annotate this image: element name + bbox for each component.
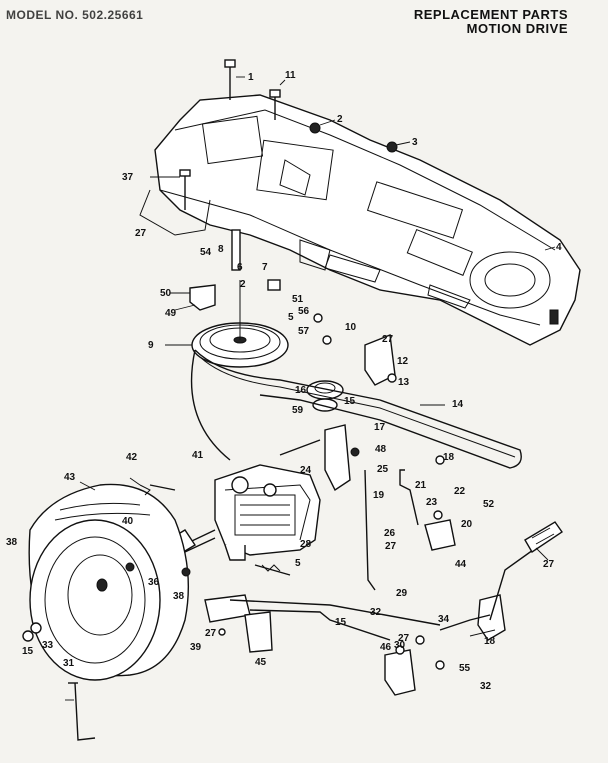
fasteners <box>22 229 445 670</box>
part-label: 15 <box>344 396 356 407</box>
part-label: 27 <box>543 559 555 570</box>
part-label: 21 <box>415 480 427 491</box>
part-label: 29 <box>396 588 408 599</box>
part-label: 14 <box>452 399 464 410</box>
part-label: 48 <box>375 444 387 455</box>
rear-wheel <box>28 483 190 681</box>
part-label: 2 <box>240 279 246 290</box>
part-label: 19 <box>373 490 385 501</box>
title-line-1: REPLACEMENT PARTS <box>413 7 568 22</box>
part-label: 25 <box>377 464 389 475</box>
part-label: 54 <box>200 247 212 258</box>
title-line-2: MOTION DRIVE <box>466 21 568 36</box>
shift-handle-grip <box>524 521 563 553</box>
part-label: 10 <box>345 322 357 333</box>
part-label: 32 <box>480 681 492 692</box>
part-label: 27 <box>205 628 217 639</box>
part-label: 59 <box>292 405 304 416</box>
part-label: 42 <box>126 452 138 463</box>
leader-lines <box>65 76 556 701</box>
part-label: 7 <box>262 262 268 273</box>
part-label: 26 <box>384 528 396 539</box>
part-label: 23 <box>426 497 438 508</box>
part-label: 30 <box>394 640 406 651</box>
part-label: 3 <box>412 137 418 148</box>
part-label: 49 <box>165 308 177 319</box>
transaxle <box>214 439 321 561</box>
part-label: 44 <box>455 559 467 570</box>
bolts-top <box>179 59 398 210</box>
part-label: 39 <box>190 642 202 653</box>
chassis-frame <box>139 94 581 346</box>
part-label: 31 <box>63 658 75 669</box>
part-label: 15 <box>335 617 347 628</box>
part-label: 55 <box>459 663 471 674</box>
part-label: 28 <box>300 539 312 550</box>
part-label: 32 <box>370 607 382 618</box>
part-label: 27 <box>382 334 394 345</box>
part-label: 5 <box>295 558 301 569</box>
part-label: 33 <box>42 640 54 651</box>
part-label: 5 <box>288 312 294 323</box>
part-label: 27 <box>135 228 147 239</box>
part-label: 12 <box>397 356 409 367</box>
part-label: 18 <box>484 636 496 647</box>
part-label: 52 <box>483 499 495 510</box>
part-label: 41 <box>192 450 204 461</box>
part-label: 50 <box>160 288 172 299</box>
drive-belt <box>190 349 522 469</box>
control-rods <box>68 469 541 741</box>
part-label: 6 <box>237 262 243 273</box>
part-label: 15 <box>22 646 34 657</box>
part-label: 1 <box>248 72 254 83</box>
part-label: 38 <box>173 591 185 602</box>
part-label: 9 <box>148 340 154 351</box>
part-label: 20 <box>461 519 473 530</box>
part-label: 57 <box>298 326 310 337</box>
part-label: 27 <box>385 541 397 552</box>
part-label: 11 <box>285 70 296 81</box>
model-number: MODEL NO. 502.25661 <box>6 8 144 22</box>
part-label: 17 <box>374 422 386 433</box>
part-label: 4 <box>556 242 562 253</box>
part-label: 45 <box>255 657 267 668</box>
part-label: 37 <box>122 172 134 183</box>
part-label: 2 <box>337 114 343 125</box>
part-label: 38 <box>6 537 18 548</box>
part-label: 36 <box>148 577 160 588</box>
part-label: 13 <box>398 377 410 388</box>
part-label: 24 <box>300 465 312 476</box>
part-label: 56 <box>298 306 310 317</box>
part-label: 40 <box>122 516 134 527</box>
part-label: 8 <box>218 244 224 255</box>
part-label: 22 <box>454 486 466 497</box>
part-label: 27 <box>398 633 410 644</box>
part-label: 16 <box>295 385 307 396</box>
part-label: 51 <box>292 294 304 305</box>
diagram-title: REPLACEMENT PARTS MOTION DRIVE <box>414 8 568 36</box>
part-label: 34 <box>438 614 450 625</box>
part-label: 18 <box>443 452 455 463</box>
brackets <box>189 284 506 696</box>
part-label: 43 <box>64 472 76 483</box>
part-label: 46 <box>380 642 392 653</box>
pulley <box>191 280 289 368</box>
